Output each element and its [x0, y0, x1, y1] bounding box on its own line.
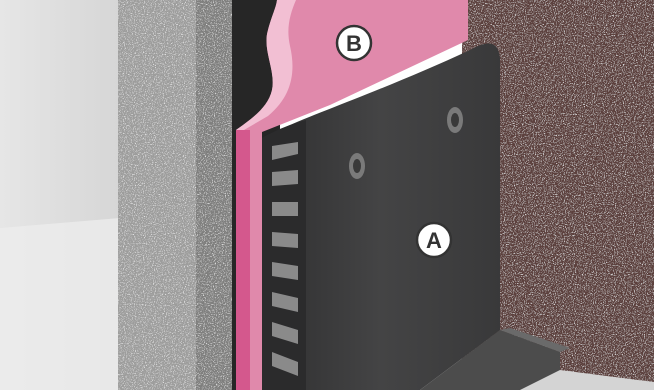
insulation-board-highlight	[236, 0, 296, 130]
label-a-text: A	[426, 228, 442, 253]
label-b-text: B	[346, 31, 362, 56]
membrane-dimple-strip	[262, 120, 306, 390]
label-a: A	[415, 221, 453, 259]
membrane-dimple-icon	[272, 262, 298, 280]
concrete-wall	[118, 0, 198, 390]
footing-slab	[520, 370, 654, 390]
membrane-dimple-icon	[272, 352, 298, 376]
label-b: B	[335, 24, 373, 62]
dimpled-membrane	[262, 43, 500, 390]
membrane-dimple-icon	[272, 232, 298, 248]
membrane-dimple-icon	[272, 170, 298, 186]
membrane-dimple-icon	[272, 292, 298, 312]
round-fastener-icon	[349, 153, 365, 179]
insulation-board	[236, 0, 468, 390]
membrane-dimple-icon	[272, 202, 298, 216]
membrane-dimple-icon	[272, 142, 298, 376]
membrane-dimple-icon	[272, 142, 298, 160]
base-ledge	[420, 330, 560, 390]
membrane-dimple-icon	[272, 322, 298, 344]
round-fastener-icon	[447, 107, 463, 133]
panel-shadow	[0, 218, 120, 390]
insulation-edge	[236, 130, 250, 390]
base-ledge-top	[500, 328, 570, 352]
concrete-wall-shadow	[196, 0, 234, 390]
